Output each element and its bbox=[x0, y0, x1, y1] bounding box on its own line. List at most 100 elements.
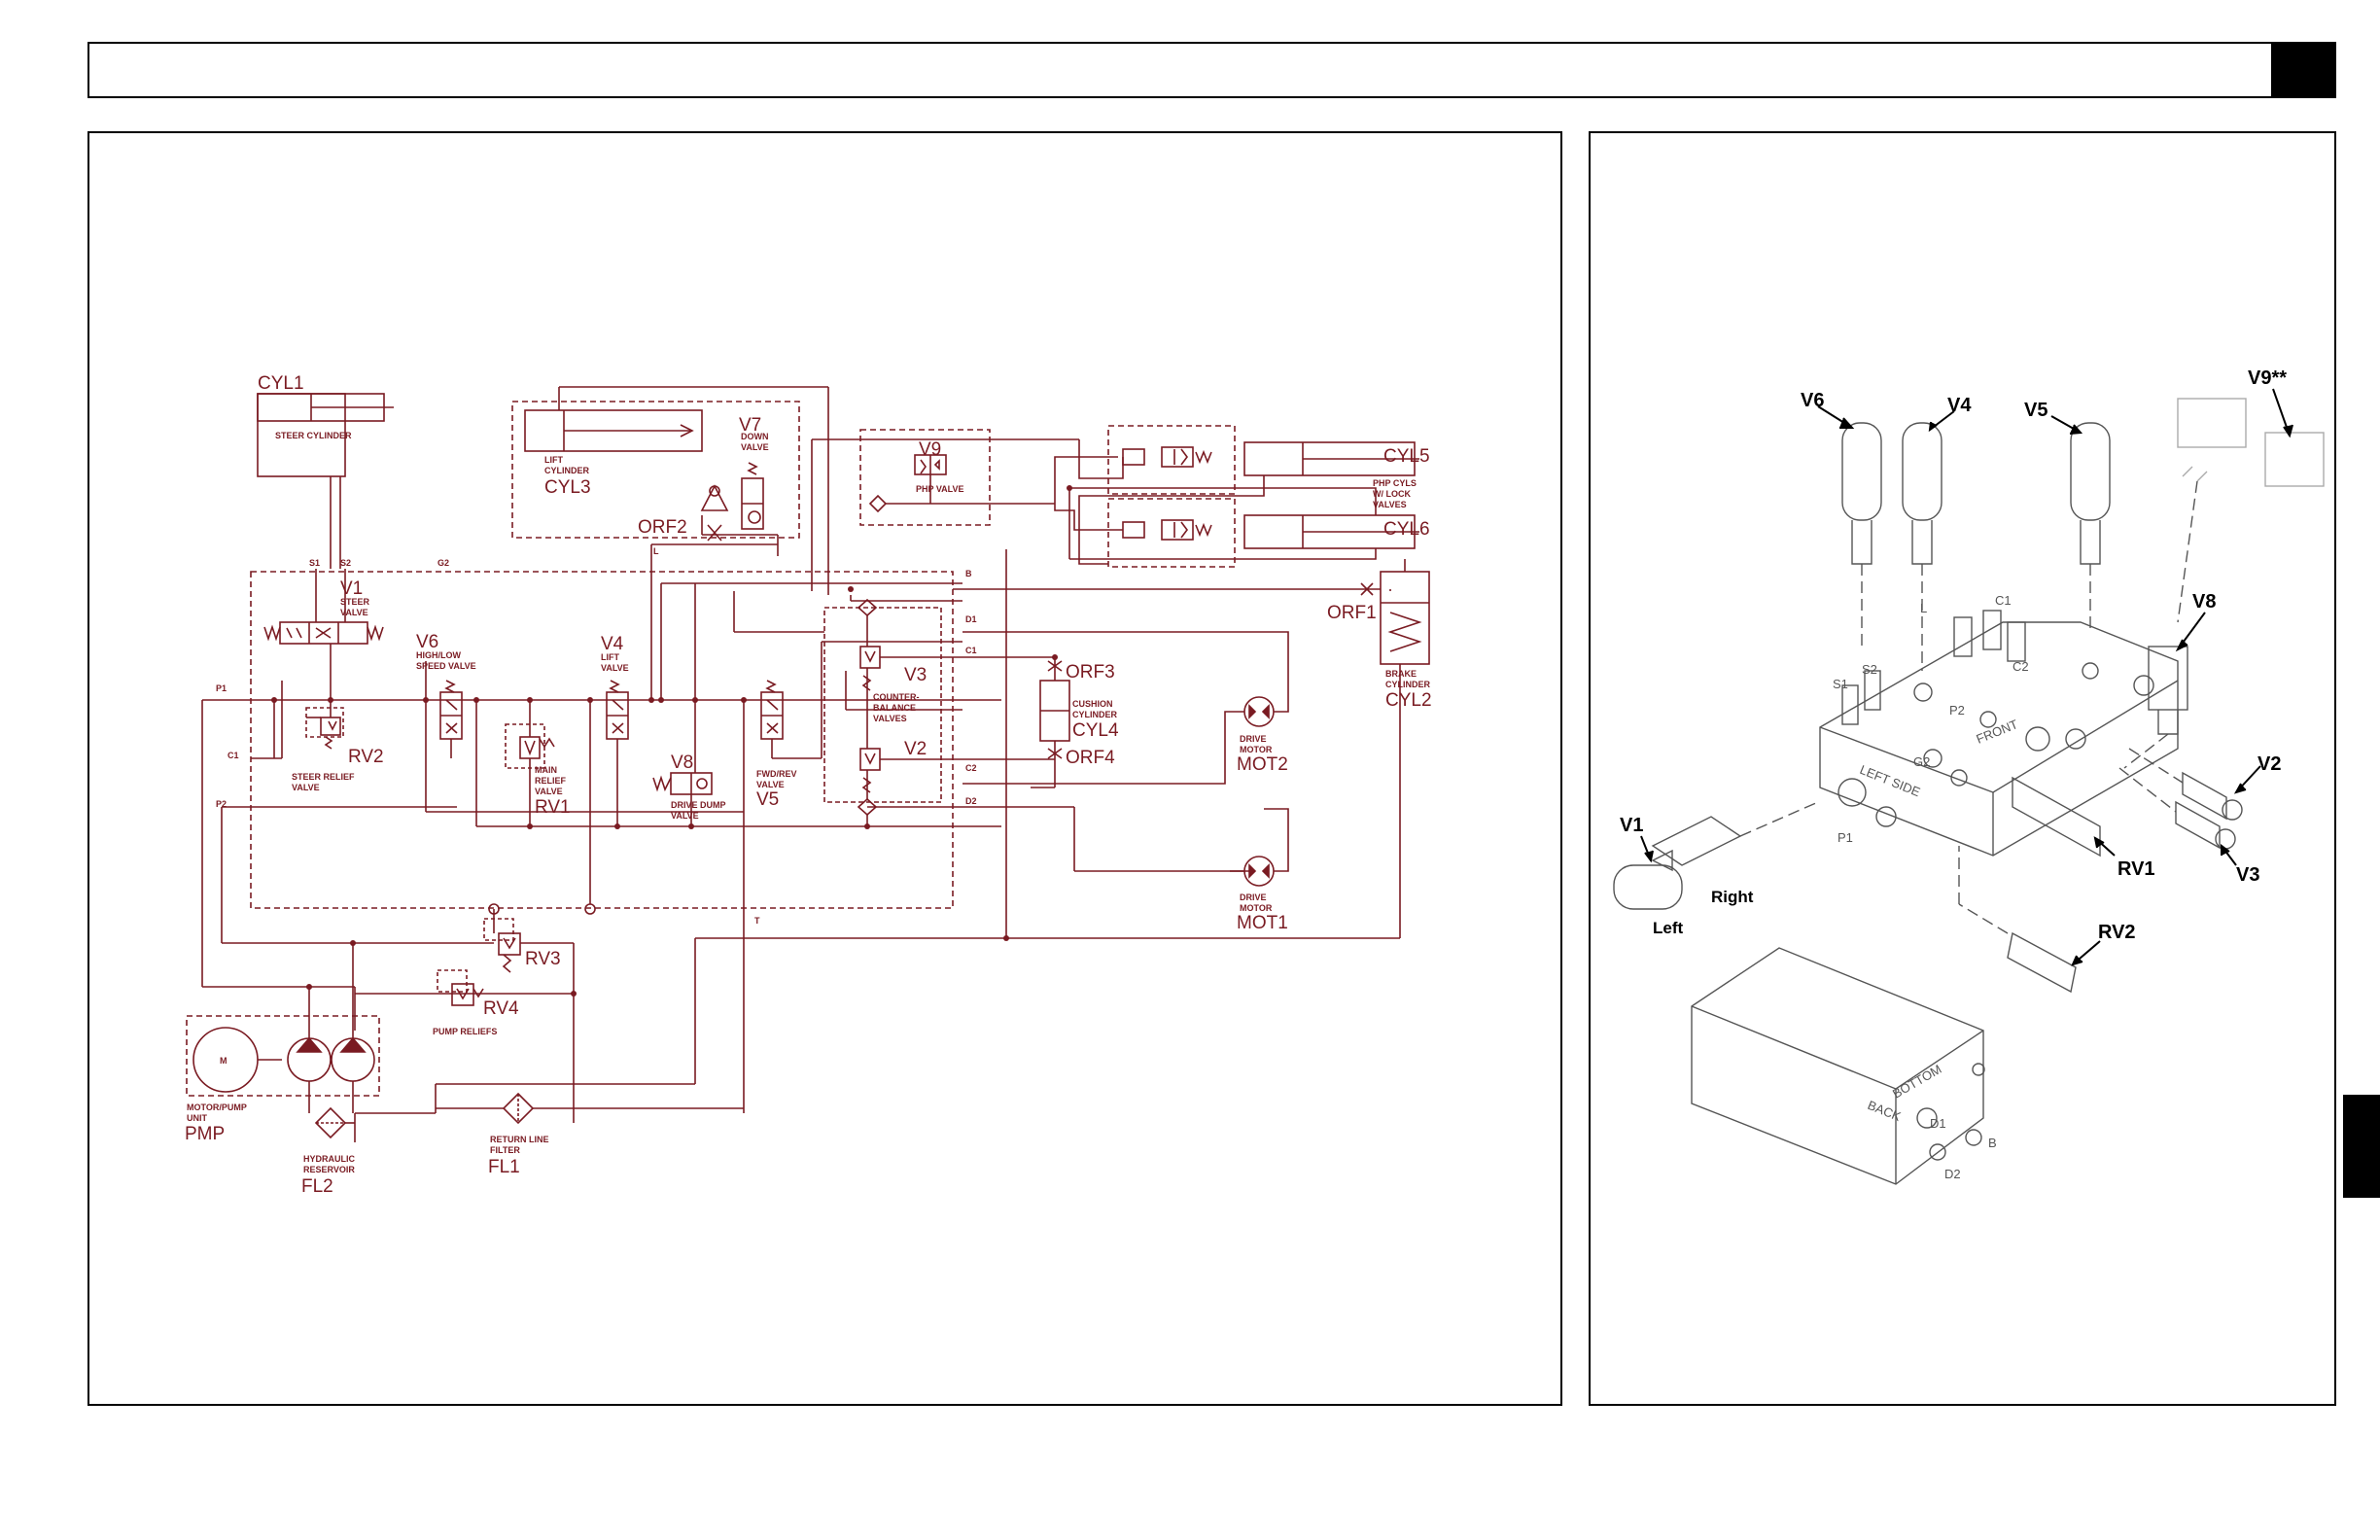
label-cyl3: CYL3 bbox=[544, 477, 591, 498]
label-php-cyls-1: PHP CYLS bbox=[1373, 478, 1417, 488]
label-cb-3: VALVES bbox=[873, 714, 907, 723]
label-motor-pump-2: UNIT bbox=[187, 1113, 207, 1123]
steer-relief-dashed bbox=[305, 707, 344, 738]
etch-bottom: BOTTOM bbox=[1890, 1062, 1943, 1102]
label-v9: V9 bbox=[919, 439, 941, 460]
label-v3: V3 bbox=[904, 665, 927, 685]
label-steer-valve-2: VALVE bbox=[340, 608, 368, 617]
label-steer-cylinder: STEER CYLINDER bbox=[275, 431, 352, 440]
etch-b: B bbox=[1988, 1136, 1997, 1150]
cartridge-v2 bbox=[2182, 771, 2227, 821]
coil-v8 bbox=[2148, 646, 2188, 711]
label-motor-m: M bbox=[220, 1056, 228, 1066]
lift-cylinder-block bbox=[511, 401, 800, 539]
label-drive-motor-1b: MOTOR bbox=[1240, 903, 1273, 913]
label-cushion-1: CUSHION bbox=[1072, 699, 1113, 709]
label-down-valve-2: VALVE bbox=[741, 442, 769, 452]
etch-back: BACK bbox=[1866, 1098, 1904, 1124]
label-steer-relief-2: VALVE bbox=[292, 783, 320, 792]
callout-v2: V2 bbox=[2258, 753, 2281, 775]
label-lift-valve-1: LIFT bbox=[601, 652, 619, 662]
port-l: L bbox=[653, 546, 659, 556]
header-bar bbox=[88, 42, 2334, 98]
label-fl2: FL2 bbox=[301, 1176, 333, 1197]
steer-valve-body bbox=[1651, 816, 1742, 866]
port-d2: D2 bbox=[965, 796, 977, 806]
label-php-cyls-2: W/ LOCK bbox=[1373, 489, 1411, 499]
etch-c2: C2 bbox=[2012, 659, 2029, 674]
label-drive-motor-2b: MOTOR bbox=[1240, 745, 1273, 754]
label-mot2: MOT2 bbox=[1237, 754, 1288, 775]
label-reservoir-1: HYDRAULIC bbox=[303, 1154, 355, 1164]
php-cyl5-block bbox=[1107, 425, 1236, 495]
cartridge-rv1 bbox=[2012, 776, 2101, 858]
port-s2: S2 bbox=[340, 558, 351, 568]
return-line-filter bbox=[502, 1092, 535, 1125]
port-c1: C1 bbox=[965, 646, 977, 655]
port-g2: G2 bbox=[438, 558, 449, 568]
callout-v8: V8 bbox=[2192, 591, 2216, 612]
label-cyl2: CYL2 bbox=[1385, 690, 1432, 711]
label-main-relief-1: MAIN bbox=[535, 765, 557, 775]
php-valve-block bbox=[859, 429, 991, 526]
label-v8: V8 bbox=[671, 752, 693, 773]
cartridge-v3 bbox=[2175, 800, 2221, 850]
manifold-block bbox=[1819, 621, 2179, 857]
lift-cylinder bbox=[524, 409, 703, 452]
steer-valve bbox=[279, 621, 368, 645]
lock-valve-cyl6 bbox=[1161, 519, 1194, 541]
etch-c1: C1 bbox=[1995, 593, 2012, 608]
etch-d1: D1 bbox=[1930, 1116, 1946, 1131]
label-v4: V4 bbox=[601, 634, 624, 654]
etch-l: L bbox=[1920, 601, 1927, 615]
label-v2: V2 bbox=[904, 739, 927, 759]
label-return-filter-2: FILTER bbox=[490, 1145, 520, 1155]
label-fl1: FL1 bbox=[488, 1157, 520, 1177]
callout-left: Left bbox=[1653, 919, 1684, 937]
label-orf4: ORF4 bbox=[1066, 748, 1115, 768]
label-hilo-2: SPEED VALVE bbox=[416, 661, 476, 671]
port-c2: C2 bbox=[965, 763, 977, 773]
label-v7: V7 bbox=[739, 415, 761, 436]
label-cyl1: CYL1 bbox=[258, 373, 304, 394]
callout-rv2: RV2 bbox=[2098, 922, 2136, 943]
label-lift-valve-2: VALVE bbox=[601, 663, 629, 673]
lock-valve-cyl5 bbox=[1161, 446, 1194, 468]
coil-v6 bbox=[1841, 422, 1882, 521]
label-pump-reliefs: PUMP RELIEFS bbox=[433, 1027, 497, 1036]
callout-v6: V6 bbox=[1801, 390, 1824, 411]
label-rv1: RV1 bbox=[535, 797, 571, 818]
label-php-cyls-3: VALVES bbox=[1373, 500, 1407, 509]
callout-v9: V9** bbox=[2248, 368, 2287, 389]
etch-p2: P2 bbox=[1949, 703, 1965, 718]
callout-v3: V3 bbox=[2236, 864, 2259, 886]
label-reservoir-2: RESERVOIR bbox=[303, 1165, 355, 1174]
callout-right: Right bbox=[1711, 888, 1754, 906]
label-hilo-1: HIGH/LOW bbox=[416, 650, 461, 660]
label-v5: V5 bbox=[756, 789, 779, 810]
cartridge-rv2 bbox=[2007, 931, 2077, 994]
callout-v5: V5 bbox=[2024, 400, 2048, 421]
label-main-relief-2: RELIEF bbox=[535, 776, 567, 786]
label-motor-pump-1: MOTOR/PUMP bbox=[187, 1102, 247, 1112]
manifold-boundary bbox=[250, 571, 954, 909]
coil-v4 bbox=[1902, 422, 1942, 521]
port-c1-left: C1 bbox=[228, 751, 239, 760]
label-steer-relief-1: STEER RELIEF bbox=[292, 772, 355, 782]
label-v6: V6 bbox=[416, 632, 438, 652]
label-steer-valve-1: STEER bbox=[340, 597, 370, 607]
port-t: T bbox=[754, 916, 760, 926]
label-drive-motor-2a: DRIVE bbox=[1240, 734, 1267, 744]
v9-assembly bbox=[2177, 398, 2247, 448]
label-cyl4: CYL4 bbox=[1072, 720, 1119, 741]
label-lift-cyl-2: CYLINDER bbox=[544, 466, 590, 475]
label-down-valve-1: DOWN bbox=[741, 432, 769, 441]
label-cushion-2: CYLINDER bbox=[1072, 710, 1118, 719]
label-rv2: RV2 bbox=[348, 747, 384, 767]
callout-rv1: RV1 bbox=[2118, 858, 2155, 880]
header-tab bbox=[2271, 42, 2336, 98]
label-brake-2: CYLINDER bbox=[1385, 680, 1431, 689]
etch-p1: P1 bbox=[1838, 830, 1853, 845]
etch-s1: S1 bbox=[1833, 677, 1848, 691]
